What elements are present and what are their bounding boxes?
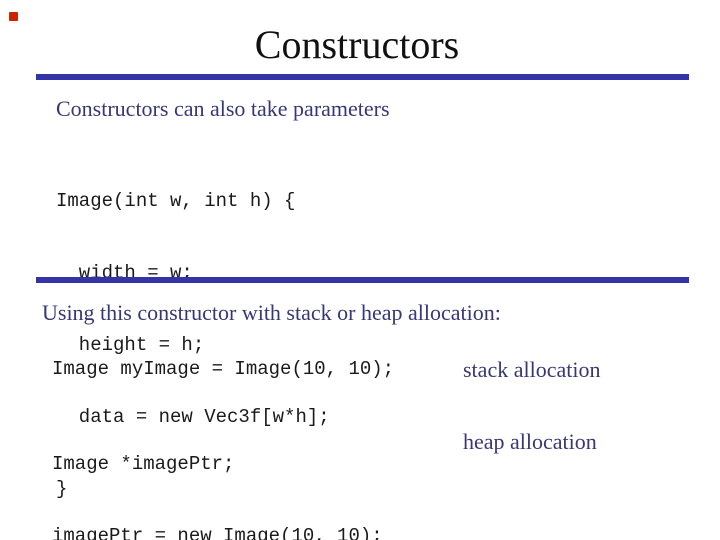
stack-allocation-code: Image myImage = Image(10, 10);: [52, 358, 395, 380]
slide-subtitle: Constructors can also take parameters: [56, 96, 390, 121]
section-heading: Using this constructor with stack or hea…: [42, 300, 501, 325]
heap-allocation-code-block: Image *imagePtr; imagePtr = new Image(10…: [52, 404, 383, 540]
code-line: height = h;: [56, 334, 205, 356]
slide-title: Constructors: [254, 22, 460, 67]
heap-allocation-label: heap allocation: [463, 429, 597, 454]
code-line: Image(int w, int h) {: [56, 190, 296, 212]
code-line: imagePtr = new Image(10, 10);: [52, 525, 383, 540]
stack-allocation-label: stack allocation: [463, 357, 601, 382]
code-line: Image *imagePtr;: [52, 453, 235, 475]
section-divider-rule: [36, 277, 689, 283]
code-line: data = new Vec3f[w*h];: [56, 406, 330, 428]
code-line: }: [56, 478, 68, 500]
corner-marker-icon: [9, 12, 18, 21]
title-divider-rule: [36, 74, 689, 80]
